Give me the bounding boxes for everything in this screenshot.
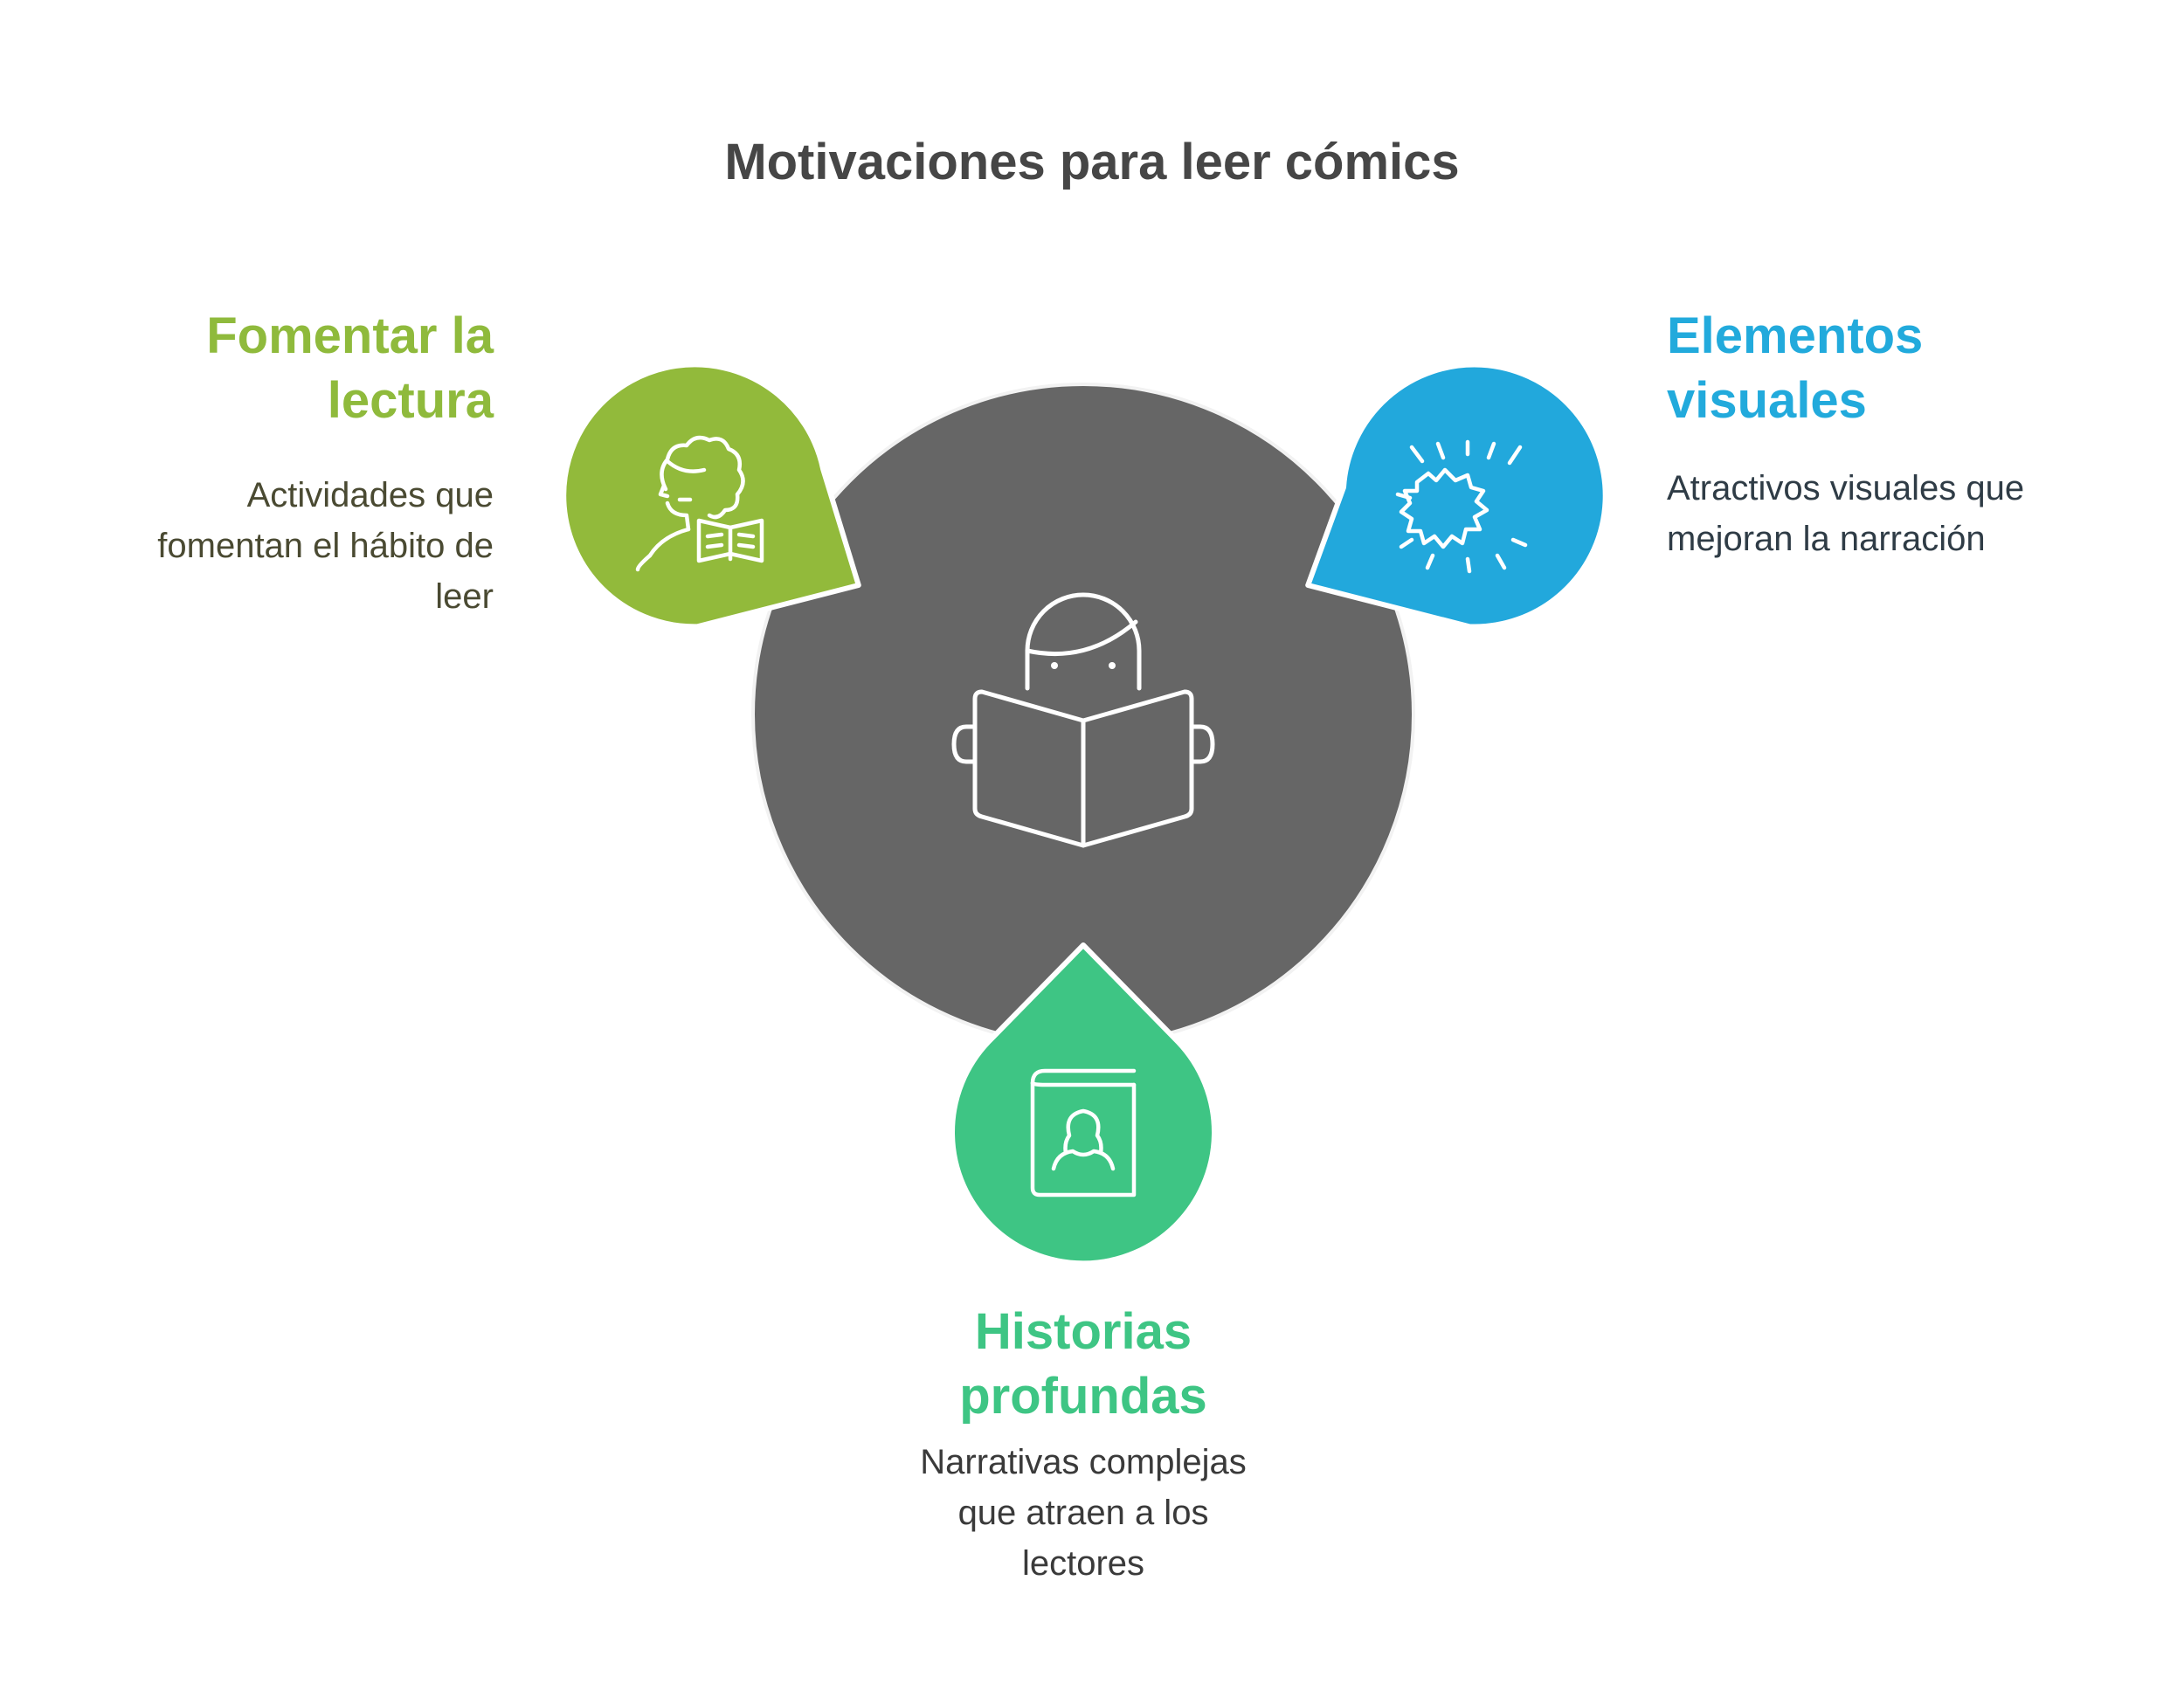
left-teardrop (561, 362, 861, 630)
right-teardrop (1305, 362, 1608, 630)
heading-historias-profundas: Historias profundas (959, 1303, 1207, 1425)
person-reading-icon (951, 592, 1215, 848)
description-elementos-visuales: Atractivos visuales que mejoran la narra… (1667, 469, 2025, 558)
description-fomentar-la-lectura: Actividades que fomentan el hábito de le… (157, 476, 494, 616)
curly-hair-person-reading-icon (635, 435, 764, 572)
heading-elementos-visuales: Elementos visuales (1667, 307, 1924, 429)
book-portrait-icon (1030, 1068, 1137, 1198)
description-historias-profundas: Narrativas complejas que atraen a los le… (920, 1443, 1247, 1583)
diagram-title: Motivaciones para leer cómics (724, 134, 1460, 190)
bottom-teardrop (950, 942, 1217, 1267)
heading-fomentar-la-lectura: Fomentar la lectura (206, 307, 494, 429)
comic-burst-icon (1395, 439, 1528, 574)
